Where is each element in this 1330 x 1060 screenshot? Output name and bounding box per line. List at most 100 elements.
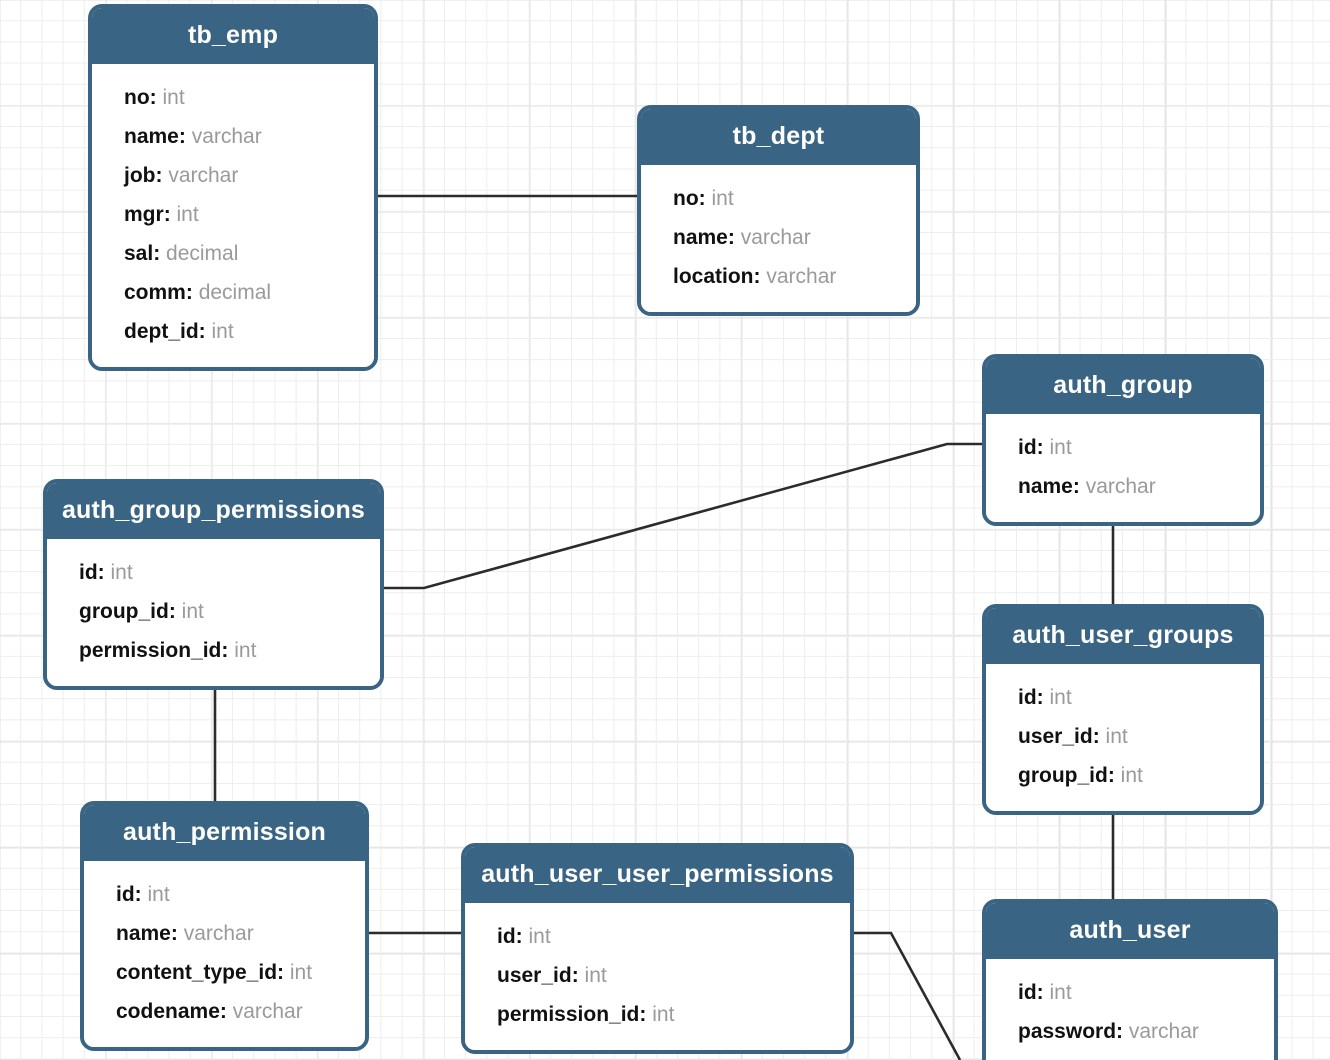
- field-separator: :: [198, 320, 212, 343]
- field-separator: :: [97, 561, 111, 584]
- field-separator: :: [1036, 436, 1050, 459]
- field-row: permission_id: int: [47, 631, 380, 670]
- field-type: int: [1105, 725, 1128, 748]
- field-type: int: [234, 639, 257, 662]
- field-name: mgr: [124, 203, 164, 226]
- field-separator: :: [571, 964, 585, 987]
- field-row: password: varchar: [986, 1012, 1274, 1051]
- field-separator: :: [698, 187, 712, 210]
- field-row: mgr: int: [92, 195, 374, 234]
- field-type: int: [528, 925, 551, 948]
- field-separator: :: [1036, 981, 1050, 1004]
- field-row: id: int: [986, 678, 1260, 717]
- field-name: dept_id: [124, 320, 199, 343]
- field-name: content_type_id: [116, 961, 278, 984]
- field-separator: :: [277, 961, 290, 984]
- field-row: id: int: [84, 875, 365, 914]
- field-type: int: [176, 203, 199, 226]
- field-separator: :: [155, 164, 169, 187]
- field-type: int: [711, 187, 734, 210]
- field-row: name: varchar: [641, 218, 916, 257]
- field-name: name: [673, 226, 728, 249]
- field-name: codename: [116, 1000, 220, 1023]
- field-row: dept_id: int: [92, 312, 374, 351]
- field-type: varchar: [183, 922, 254, 945]
- field-separator: :: [149, 86, 163, 109]
- field-name: job: [124, 164, 156, 187]
- field-separator: :: [1116, 1020, 1129, 1043]
- field-name: password: [1018, 1020, 1117, 1043]
- field-name: no: [673, 187, 699, 210]
- field-type: int: [289, 961, 313, 984]
- field-type: varchar: [1128, 1020, 1199, 1043]
- field-separator: :: [178, 125, 192, 148]
- field-type: decimal: [166, 242, 239, 265]
- edge-userperms-user[interactable]: [852, 931, 962, 1060]
- field-row: group_id: int: [986, 756, 1260, 795]
- field-separator: :: [219, 1000, 233, 1023]
- field-type: int: [110, 561, 133, 584]
- field-type: varchar: [740, 226, 811, 249]
- field-row: name: varchar: [84, 914, 365, 953]
- field-name: name: [116, 922, 171, 945]
- entity-title-tb_dept: tb_dept: [641, 109, 916, 165]
- field-separator: :: [1092, 725, 1106, 748]
- entity-title-auth_user_user_permissions: auth_user_user_permissions: [465, 847, 850, 903]
- field-name: comm: [124, 281, 186, 304]
- field-type: int: [1120, 764, 1143, 787]
- field-name: group_id: [1018, 764, 1108, 787]
- field-row: name: varchar: [986, 467, 1260, 506]
- entity-title-auth_user_groups: auth_user_groups: [986, 608, 1260, 664]
- entity-title-auth_group_permissions: auth_group_permissions: [47, 483, 380, 539]
- field-separator: :: [170, 922, 184, 945]
- field-name: no: [124, 86, 150, 109]
- entity-title-tb_emp: tb_emp: [92, 8, 374, 64]
- field-separator: :: [639, 1003, 653, 1026]
- field-name: sal: [124, 242, 154, 265]
- field-row: id: int: [47, 553, 380, 592]
- field-separator: :: [1107, 764, 1121, 787]
- field-row: id: int: [465, 917, 850, 956]
- field-type: int: [162, 86, 185, 109]
- field-separator: :: [1072, 475, 1086, 498]
- field-separator: :: [163, 203, 177, 226]
- field-type: int: [652, 1003, 675, 1026]
- field-row: id: int: [986, 428, 1260, 467]
- field-name: user_id: [1018, 725, 1093, 748]
- field-row: content_type_id: int: [84, 953, 365, 992]
- field-name: permission_id: [497, 1003, 640, 1026]
- field-row: job: varchar: [92, 156, 374, 195]
- entity-title-auth_permission: auth_permission: [84, 805, 365, 861]
- field-type: varchar: [168, 164, 239, 187]
- field-separator: :: [753, 265, 767, 288]
- entity-title-auth_group: auth_group: [986, 358, 1260, 414]
- field-name: id: [1018, 686, 1037, 709]
- field-separator: :: [185, 281, 199, 304]
- field-row: user_id: int: [465, 956, 850, 995]
- field-type: varchar: [232, 1000, 303, 1023]
- field-row: name: varchar: [92, 117, 374, 156]
- field-separator: :: [515, 925, 529, 948]
- field-name: name: [1018, 475, 1073, 498]
- field-type: int: [211, 320, 234, 343]
- field-name: id: [497, 925, 516, 948]
- edge-groupperms-group[interactable]: [383, 442, 984, 590]
- field-type: varchar: [191, 125, 262, 148]
